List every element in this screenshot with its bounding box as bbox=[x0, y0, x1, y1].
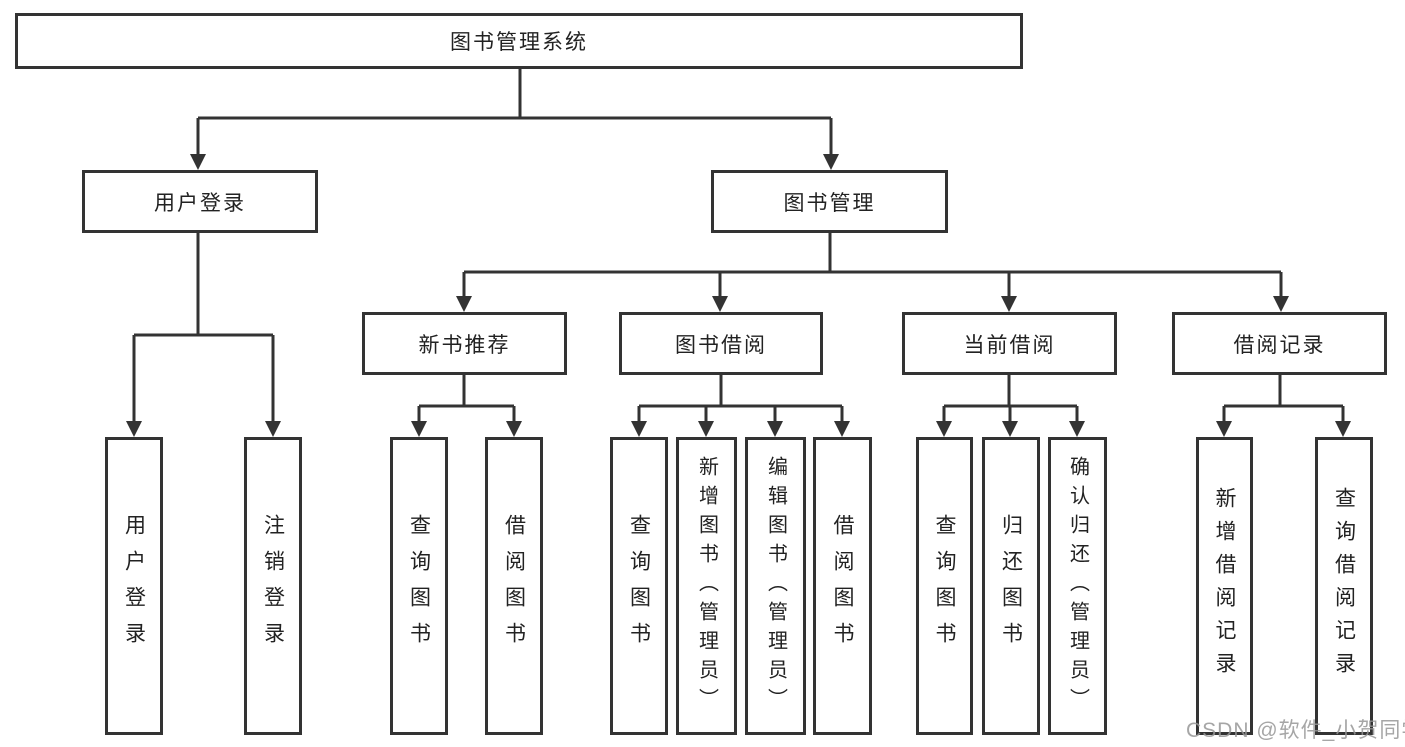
leaf-add-book-admin: 新增图书（管理员） bbox=[676, 437, 737, 735]
node-library-management-system: 图书管理系统 bbox=[15, 13, 1023, 69]
leaf-borrow-books-borrowing: 借阅图书 bbox=[813, 437, 872, 735]
leaf-edit-book-admin: 编辑图书（管理员） bbox=[745, 437, 806, 735]
leaf-add-borrow-record: 新增借阅记录 bbox=[1196, 437, 1253, 735]
node-new-book-recommend: 新书推荐 bbox=[362, 312, 567, 375]
leaf-user-login: 用户登录 bbox=[105, 437, 163, 735]
leaf-query-borrow-record: 查询借阅记录 bbox=[1315, 437, 1373, 735]
node-book-management: 图书管理 bbox=[711, 170, 948, 233]
watermark: CSDN @软件_小贺同学 bbox=[1186, 719, 1405, 742]
leaf-query-books-borrowing: 查询图书 bbox=[610, 437, 668, 735]
node-current-borrowing: 当前借阅 bbox=[902, 312, 1117, 375]
leaf-query-books-current: 查询图书 bbox=[916, 437, 973, 735]
leaf-return-book: 归还图书 bbox=[982, 437, 1040, 735]
node-book-borrowing: 图书借阅 bbox=[619, 312, 823, 375]
node-user-login: 用户登录 bbox=[82, 170, 318, 233]
tree-lines bbox=[132, 69, 1345, 423]
leaf-logout: 注销登录 bbox=[244, 437, 302, 735]
leaf-query-books-recommend: 查询图书 bbox=[390, 437, 448, 735]
leaf-confirm-return-admin: 确认归还（管理员） bbox=[1048, 437, 1107, 735]
leaf-borrow-books-recommend: 借阅图书 bbox=[485, 437, 543, 735]
node-borrow-records: 借阅记录 bbox=[1172, 312, 1387, 375]
